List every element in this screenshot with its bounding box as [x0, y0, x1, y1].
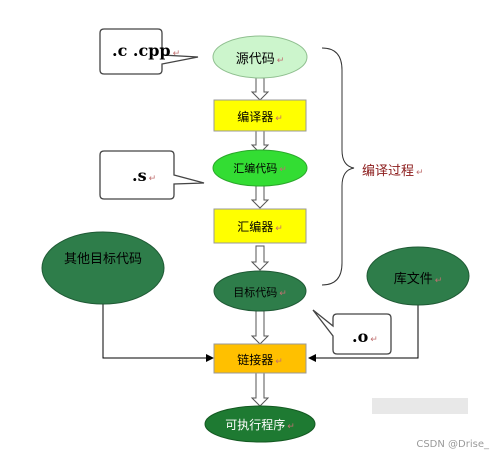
other-object-code-label: 其他目标代码 — [63, 252, 142, 267]
executable-ellipse — [204, 405, 316, 443]
object-code-label: 目标代码↵ — [233, 286, 287, 299]
arrow-object-to-linker — [250, 310, 270, 345]
arrow-asm-to-assembler — [250, 184, 270, 209]
arrow-linker-to-executable — [250, 371, 270, 407]
library-file-ellipse — [366, 246, 470, 306]
assembly-code-label: 汇编代码↵ — [233, 162, 287, 175]
assembler-label: 汇编器↵ — [237, 220, 283, 234]
obj-ext-callout — [312, 309, 392, 355]
compiler-box — [213, 99, 307, 132]
linker-box — [213, 343, 307, 374]
arrow-source-to-compiler — [250, 77, 270, 101]
object-code-ellipse — [213, 270, 307, 312]
library-to-linker-line — [308, 305, 419, 362]
blurred-region — [372, 398, 468, 414]
arrow-assembler-to-object — [250, 245, 270, 271]
assembly-code-ellipse — [212, 149, 308, 187]
compiler-label: 编译器↵ — [237, 110, 283, 124]
source-code-ellipse — [212, 35, 308, 79]
arrow-compiler-to-asm — [250, 130, 270, 154]
flow-arrows — [250, 77, 270, 407]
source-ext-text: .c .cpp↵ — [112, 41, 181, 60]
asm-ext-text: .s↵ — [132, 166, 157, 185]
source-ext-callout — [99, 28, 199, 75]
other-object-to-linker-line — [102, 303, 214, 362]
compile-process-label: 编译过程↵ — [362, 164, 424, 179]
assembler-box — [213, 208, 307, 244]
asm-ext-callout — [99, 150, 205, 200]
watermark: CSDN @Drise_ — [416, 439, 489, 450]
source-code-label: 源代码↵ — [235, 52, 285, 67]
library-file-label: 库文件↵ — [393, 272, 443, 287]
executable-label: 可执行程序↵ — [225, 418, 295, 432]
linker-label: 链接器↵ — [237, 353, 283, 367]
other-object-code-ellipse — [41, 231, 165, 305]
obj-ext-text: .o↵ — [352, 327, 378, 346]
compile-process-bracket — [321, 47, 355, 286]
